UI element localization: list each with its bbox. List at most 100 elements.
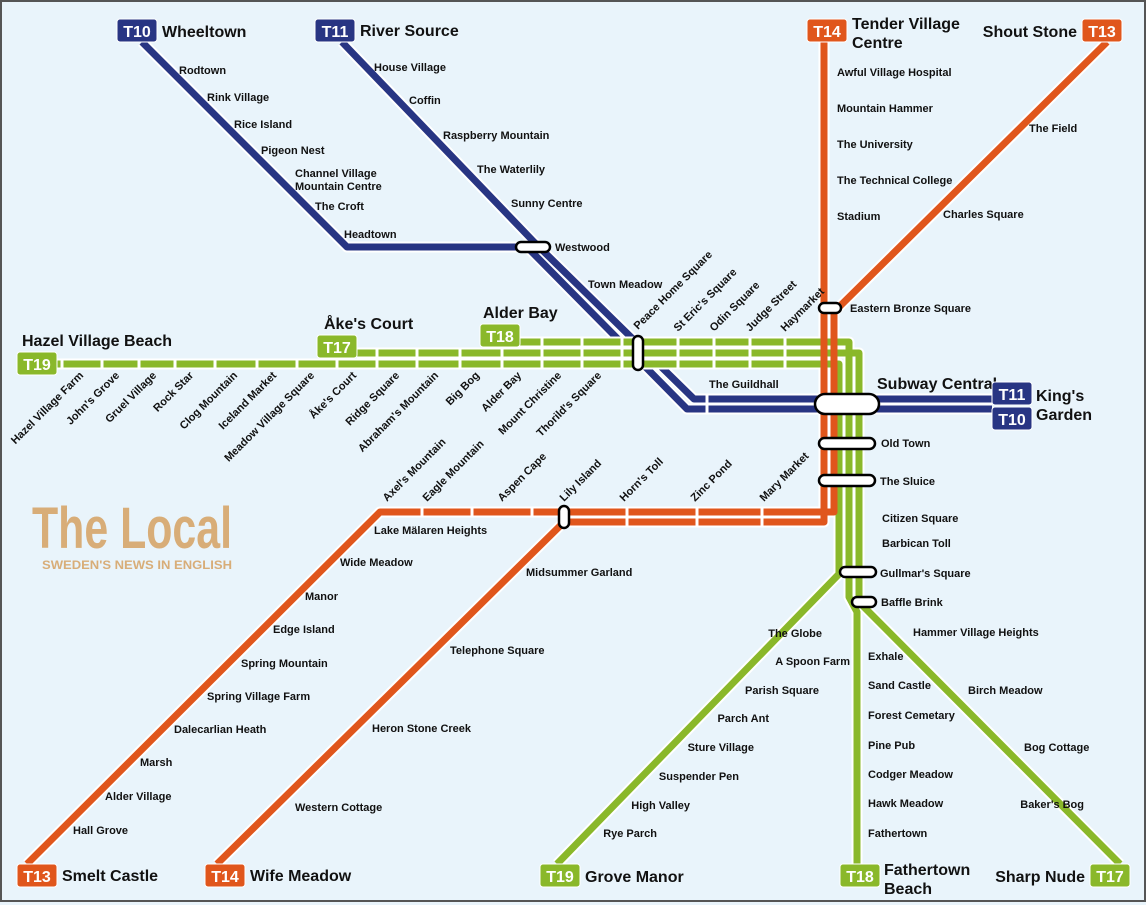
station-birch-meadow[interactable]: Birch Meadow xyxy=(968,685,1043,697)
interchange-baffle-brink[interactable] xyxy=(850,595,878,609)
station-coffin[interactable]: Coffin xyxy=(409,95,441,107)
line-badge-t19[interactable] xyxy=(539,863,581,888)
station-wide-meadow[interactable]: Wide Meadow xyxy=(340,557,413,569)
station-mary-market[interactable]: Mary Market xyxy=(758,450,812,504)
station-forest-cemetary[interactable]: Forest Cemetary xyxy=(868,710,956,722)
station-the-university[interactable]: The University xyxy=(837,139,914,151)
line-badge-t17[interactable] xyxy=(316,334,358,359)
station-edge-island[interactable]: Edge Island xyxy=(273,624,335,636)
station-charles-square[interactable]: Charles Square xyxy=(943,209,1024,221)
station-sand-castle[interactable]: Sand Castle xyxy=(868,680,931,692)
station-heron-stone-creek[interactable]: Heron Stone Creek xyxy=(372,723,472,735)
station-eastern-bronze-square[interactable]: Eastern Bronze Square xyxy=(850,303,971,315)
station-town-meadow[interactable]: Town Meadow xyxy=(588,279,663,291)
station-pigeon-nest[interactable]: Pigeon Nest xyxy=(261,145,325,157)
station-awful-village-hospital[interactable]: Awful Village Hospital xyxy=(837,67,952,79)
station-alder-village[interactable]: Alder Village xyxy=(105,791,171,803)
line-t13[interactable] xyxy=(24,39,1110,867)
station-hammer-village-heights[interactable]: Hammer Village Heights xyxy=(913,627,1039,639)
station-mountain-hammer[interactable]: Mountain Hammer xyxy=(837,103,934,115)
line-badge-t18[interactable] xyxy=(479,323,521,348)
line-badge-t13[interactable] xyxy=(16,863,58,888)
station-parish-square[interactable]: Parish Square xyxy=(745,685,819,697)
station-zinc-pond[interactable]: Zinc Pond xyxy=(689,458,735,504)
station-suspender-pen[interactable]: Suspender Pen xyxy=(659,771,739,783)
line-badge-t19[interactable] xyxy=(16,351,58,376)
station-sture-village[interactable]: Sture Village xyxy=(688,742,754,754)
station-hall-grove[interactable]: Hall Grove xyxy=(73,825,128,837)
station-spring-mountain[interactable]: Spring Mountain xyxy=(241,658,328,670)
station-high-valley[interactable]: High Valley xyxy=(631,800,691,812)
station-manor[interactable]: Manor xyxy=(305,591,339,603)
station-midsummer-garland[interactable]: Midsummer Garland xyxy=(526,567,632,579)
station-the-waterlily[interactable]: The Waterlily xyxy=(477,164,546,176)
station-bog-cottage[interactable]: Bog Cottage xyxy=(1024,742,1089,754)
station-abraham-s-mountain[interactable]: Abraham's Mountain xyxy=(356,369,441,454)
station-stadium[interactable]: Stadium xyxy=(837,211,881,223)
station-headtown[interactable]: Headtown xyxy=(344,229,397,241)
station-exhale[interactable]: Exhale xyxy=(868,651,903,663)
station-codger-meadow[interactable]: Codger Meadow xyxy=(868,769,953,781)
station-the-technical-college[interactable]: The Technical College xyxy=(837,175,952,187)
station-old-town[interactable]: Old Town xyxy=(881,438,931,450)
station-the-sluice[interactable]: The Sluice xyxy=(880,476,935,488)
line-badge-t13[interactable] xyxy=(1081,18,1123,43)
station-a-spoon-farm[interactable]: A Spoon Farm xyxy=(775,656,850,668)
station-marsh[interactable]: Marsh xyxy=(140,757,173,769)
station-gullmar-s-square[interactable]: Gullmar's Square xyxy=(880,568,971,580)
station-western-cottage[interactable]: Western Cottage xyxy=(295,802,382,814)
station-rock-star[interactable]: Rock Star xyxy=(151,369,196,414)
station-horn-s-toll[interactable]: Horn's Toll xyxy=(618,456,666,504)
interchange-westwood[interactable] xyxy=(514,240,552,254)
interchange-old-town[interactable] xyxy=(817,436,877,451)
station-lake-m-laren-heights[interactable]: Lake Mälaren Heights xyxy=(374,525,487,537)
station-rink-village[interactable]: Rink Village xyxy=(207,92,269,104)
station-baffle-brink[interactable]: Baffle Brink xyxy=(881,597,944,609)
station-the-croft[interactable]: The Croft xyxy=(315,201,364,213)
station-fathertown[interactable]: Fathertown xyxy=(868,828,928,840)
station-barbican-toll[interactable]: Barbican Toll xyxy=(882,538,951,550)
station-telephone-square[interactable]: Telephone Square xyxy=(450,645,545,657)
station-rye-parch[interactable]: Rye Parch xyxy=(603,828,657,840)
station-sunny-centre[interactable]: Sunny Centre xyxy=(511,198,583,210)
station-house-village[interactable]: House Village xyxy=(374,62,446,74)
station-citizen-square[interactable]: Citizen Square xyxy=(882,513,958,525)
station-rodtown[interactable]: Rodtown xyxy=(179,65,226,77)
station-dalecarlian-heath[interactable]: Dalecarlian Heath xyxy=(174,724,267,736)
station-aspen-cape[interactable]: Aspen Cape xyxy=(496,451,549,504)
station-spring-village-farm[interactable]: Spring Village Farm xyxy=(207,691,310,703)
interchange-subway-central[interactable] xyxy=(813,392,881,416)
line-badge-t11[interactable] xyxy=(991,381,1033,406)
interchange-gullmars-square[interactable] xyxy=(838,565,878,579)
line-t18[interactable] xyxy=(517,338,861,864)
line-badge-t10[interactable] xyxy=(116,18,158,43)
station-baker-s-bog[interactable]: Baker's Bog xyxy=(1020,799,1084,811)
station-parch-ant[interactable]: Parch Ant xyxy=(717,713,769,725)
station-pine-pub[interactable]: Pine Pub xyxy=(868,740,915,752)
station-raspberry-mountain[interactable]: Raspberry Mountain xyxy=(443,130,550,142)
station-hawk-meadow[interactable]: Hawk Meadow xyxy=(868,798,944,810)
line-badge-t11[interactable] xyxy=(314,18,356,43)
station-the-guildhall[interactable]: The Guildhall xyxy=(709,379,779,391)
interchange-lily-island[interactable] xyxy=(557,504,571,530)
interchange-peace-home-square[interactable] xyxy=(631,334,645,372)
interchange-eastern-bronze-square[interactable] xyxy=(817,301,843,315)
line-badge-t14[interactable] xyxy=(204,863,246,888)
line-t14[interactable] xyxy=(214,42,828,867)
station-big-bog[interactable]: Big Bog xyxy=(444,370,482,408)
station-rice-island[interactable]: Rice Island xyxy=(234,119,292,131)
station-the-field[interactable]: The Field xyxy=(1029,123,1077,135)
